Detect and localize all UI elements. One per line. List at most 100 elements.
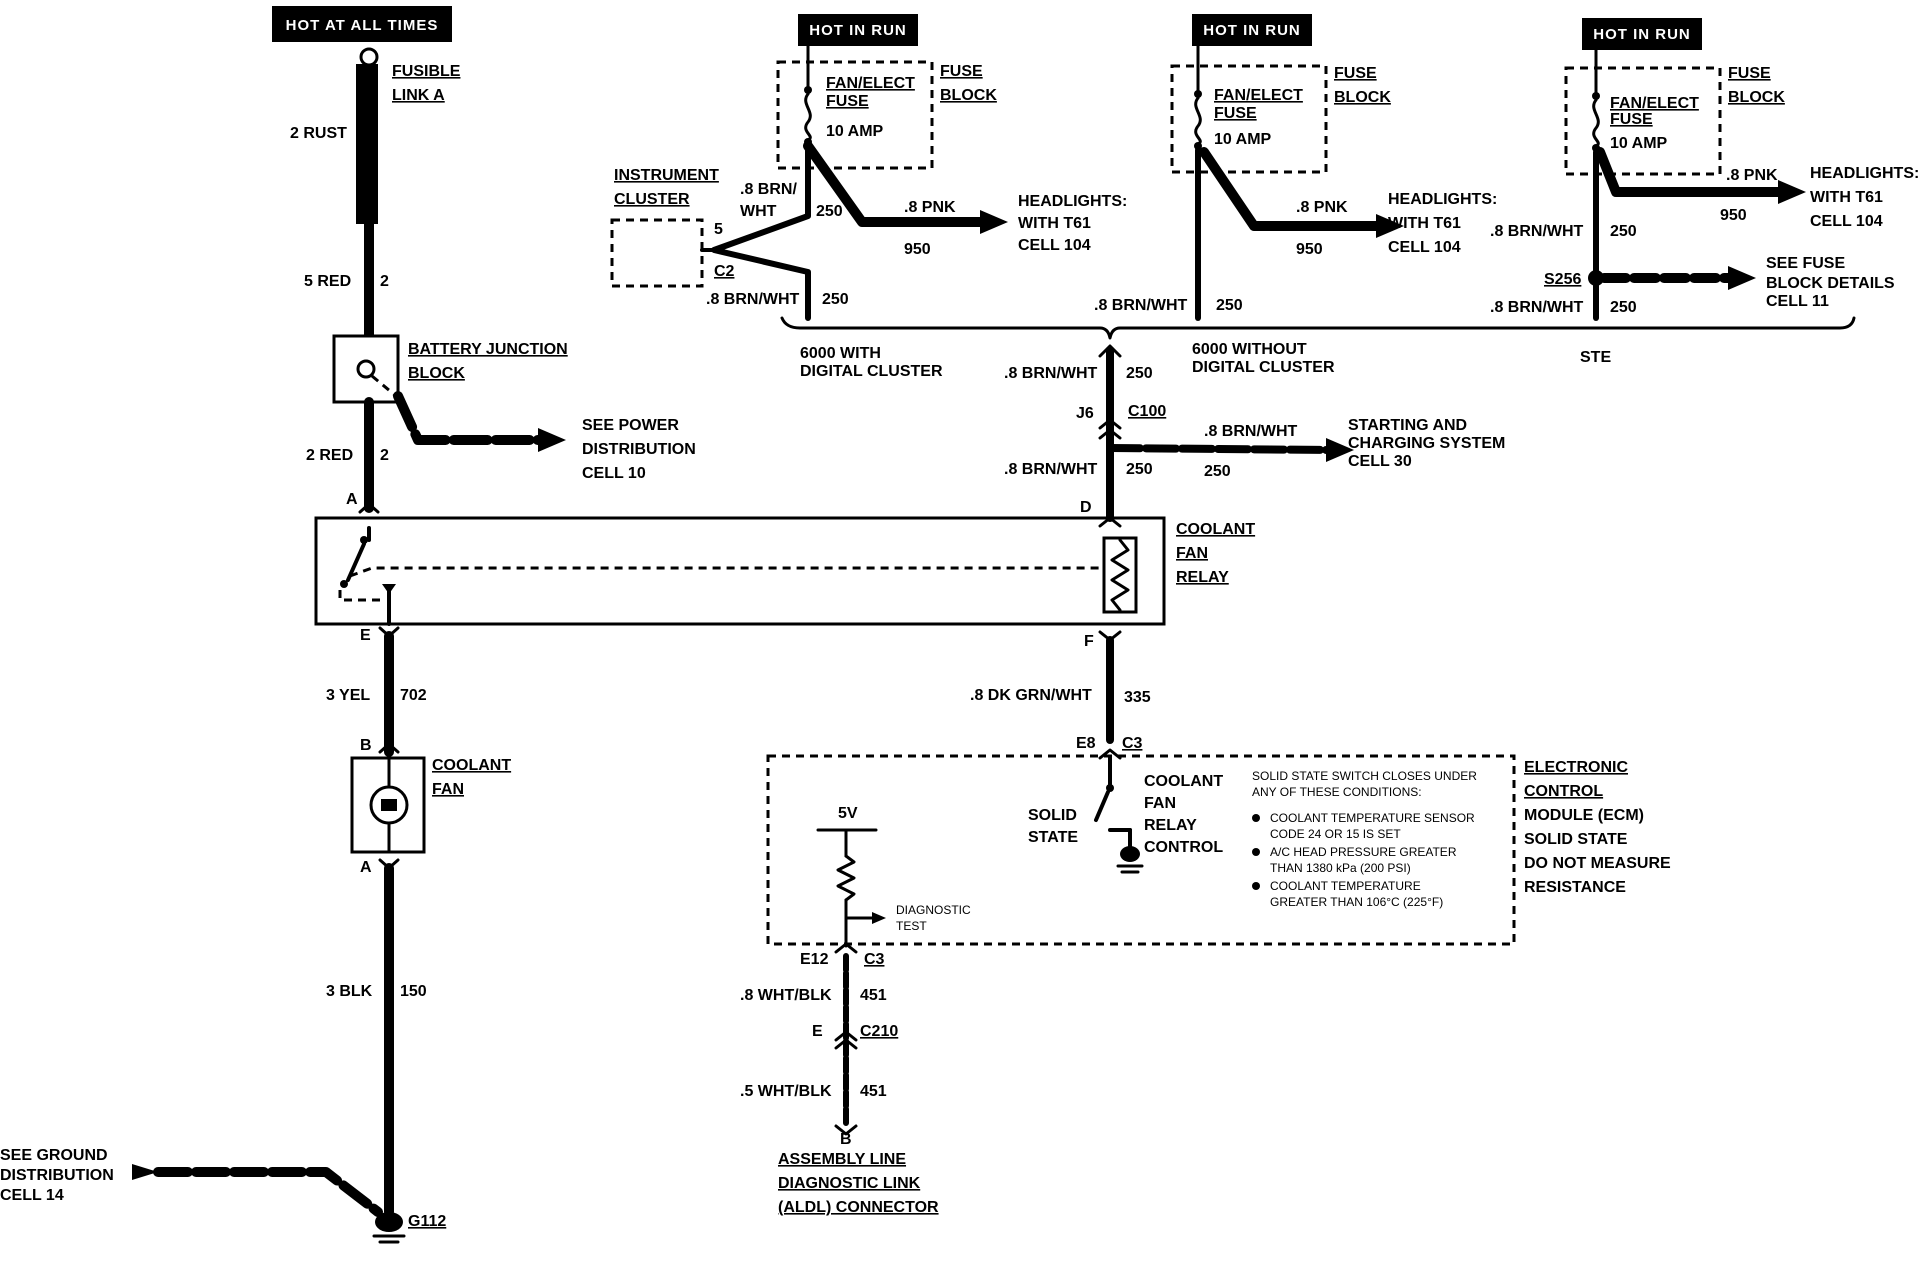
option-bracket (780, 316, 1856, 340)
svg-text:HOT IN RUN: HOT IN RUN (1593, 26, 1691, 43)
fuse-3-wire-label: .8 BRN/WHT (1490, 223, 1584, 240)
fuse-3-terminal-top (1592, 92, 1600, 100)
connector-c100-symbol (1098, 418, 1122, 440)
cluster-connector-c2: C2 (714, 263, 735, 280)
see-power-label-3: CELL 10 (582, 465, 646, 482)
starting-label: STARTING AND (1348, 417, 1467, 434)
pnk-wire-2-circuit: 950 (1296, 241, 1323, 258)
see-fuse-label-2: BLOCK DETAILS (1766, 275, 1895, 292)
condition-bullet-2 (1252, 848, 1260, 856)
wht-blk-circuit-2: 451 (860, 1083, 887, 1100)
condition-bullet-1 (1252, 814, 1260, 822)
starting-wire-label: .8 BRN/WHT (1204, 423, 1298, 440)
ecm-connector-c3: C3 (1122, 735, 1143, 752)
option-with-digital-2: DIGITAL CLUSTER (800, 363, 943, 380)
power-distribution-arrow (538, 428, 566, 452)
ecm-label-3: MODULE (ECM) (1524, 807, 1644, 824)
relay-coil (1110, 538, 1130, 612)
instrument-cluster-label: INSTRUMENT (614, 167, 719, 184)
fuse-1-element (804, 92, 812, 142)
hot-in-run-tag-1: HOT IN RUN (798, 14, 918, 46)
see-fuse-label: SEE FUSE (1766, 255, 1845, 272)
relay-label: COOLANT (1176, 521, 1255, 538)
fusible-link-terminal (359, 47, 379, 67)
connector-c210: C210 (860, 1023, 898, 1040)
headlights-1-arrow (980, 210, 1008, 234)
fuse-block-1 (776, 60, 934, 170)
wire-2-red-circuit: 2 (380, 447, 389, 464)
hot-in-run-tag-3: HOT IN RUN (1582, 18, 1702, 50)
diagnostic-arrow (872, 912, 886, 924)
condition-1: COOLANT TEMPERATURE SENSOR (1270, 811, 1475, 825)
fuse-block-1-label-2: BLOCK (940, 87, 997, 104)
headlights-1-label: HEADLIGHTS: (1018, 193, 1127, 210)
center-circuit-250-1: 250 (1126, 365, 1153, 382)
pnk-wire-2-label: .8 PNK (1296, 199, 1348, 216)
ground-distribution-lead (153, 1167, 383, 1217)
relay-label-2: FAN (1176, 545, 1208, 562)
junction-dashed-link (371, 374, 397, 398)
fuse-1-circuit-250: 250 (816, 203, 843, 220)
fuse-block-3-label: FUSE (1728, 65, 1771, 82)
fusible-link-label-2: LINK A (392, 87, 445, 104)
wire-pnk-headlights-3 (1595, 147, 1785, 197)
conditions-title-2: ANY OF THESE CONDITIONS: (1252, 785, 1422, 799)
fan-pin-b: B (360, 737, 372, 754)
wire-5-red-label: 5 RED (304, 273, 351, 290)
wire-3-blk-circuit: 150 (400, 983, 427, 1000)
relay-pin-f: F (1084, 633, 1094, 650)
headlights-3-label: HEADLIGHTS: (1810, 165, 1919, 182)
svg-text:HOT IN RUN: HOT IN RUN (809, 22, 907, 39)
condition-bullet-3 (1252, 882, 1260, 890)
wire-pnk-headlights-1 (803, 141, 987, 227)
relay-pin-d: D (1080, 499, 1092, 516)
connector-c3-symbol (1098, 748, 1122, 760)
ecm-label-2: CONTROL (1524, 783, 1603, 800)
ecm-connector-c3b: C3 (864, 951, 885, 968)
fuse-block-2-label: FUSE (1334, 65, 1377, 82)
pnk-wire-1-circuit: 950 (904, 241, 931, 258)
wht-blk-label-1: .8 WHT/BLK (740, 987, 832, 1004)
cluster-pin-5: 5 (714, 221, 723, 238)
center-wire-label-3: .8 BRN/WHT (1004, 461, 1098, 478)
dk-grn-wht-circuit: 335 (1124, 689, 1151, 706)
hot-at-all-times-tag: HOT AT ALL TIMES (272, 6, 452, 42)
fuse-2-circuit-250: 250 (1216, 297, 1243, 314)
battery-junction-label-2: BLOCK (408, 365, 465, 382)
fuse-3-label-2: FUSE (1610, 111, 1653, 128)
coolant-fan-label: COOLANT (432, 757, 511, 774)
starting-charging-lead (1106, 444, 1332, 454)
connector-e12-symbol (834, 942, 858, 954)
wire-pnk-headlights-2 (1199, 147, 1383, 231)
relay-contact-bottom (340, 580, 348, 588)
center-circuit-250-3: 250 (1126, 461, 1153, 478)
relay-switch-arm (346, 542, 366, 582)
see-power-label-2: DISTRIBUTION (582, 441, 696, 458)
power-distribution-lead (393, 391, 545, 445)
relay-control-label: COOLANT (1144, 773, 1223, 790)
cluster-wire-label: .8 BRN/WHT (706, 291, 800, 308)
conditions-title: SOLID STATE SWITCH CLOSES UNDER (1252, 769, 1477, 783)
connector-c210-symbol (834, 1030, 858, 1050)
relay-pin-a: A (346, 491, 358, 508)
diagnostic-label-2: TEST (896, 919, 927, 933)
fan-motor-core (381, 799, 397, 811)
diagnostic-label: DIAGNOSTIC (896, 903, 971, 917)
battery-junction-label: BATTERY JUNCTION (408, 341, 568, 358)
solid-state-label: SOLID (1028, 807, 1077, 824)
headlights-3-label-3: CELL 104 (1810, 213, 1883, 230)
headlights-3-arrow (1778, 180, 1806, 204)
fuse-block-2-label-2: BLOCK (1334, 89, 1391, 106)
fuse-1-amp: 10 AMP (826, 123, 884, 140)
ecm-label-4: SOLID STATE (1524, 831, 1628, 848)
splice-s256-label: S256 (1544, 271, 1581, 288)
fuse-block-details-arrow (1728, 266, 1756, 290)
fusible-link-label: FUSIBLE (392, 63, 461, 80)
fuse-1-wire-label-2: WHT (740, 203, 777, 220)
condition-2-2: THAN 1380 kPa (200 PSI) (1270, 861, 1411, 875)
relay-pin-e: E (360, 627, 371, 644)
fuse-block-3-label-2: BLOCK (1728, 89, 1785, 106)
option-without-digital-2: DIGITAL CLUSTER (1192, 359, 1335, 376)
ecm-label-6: RESISTANCE (1524, 879, 1626, 896)
